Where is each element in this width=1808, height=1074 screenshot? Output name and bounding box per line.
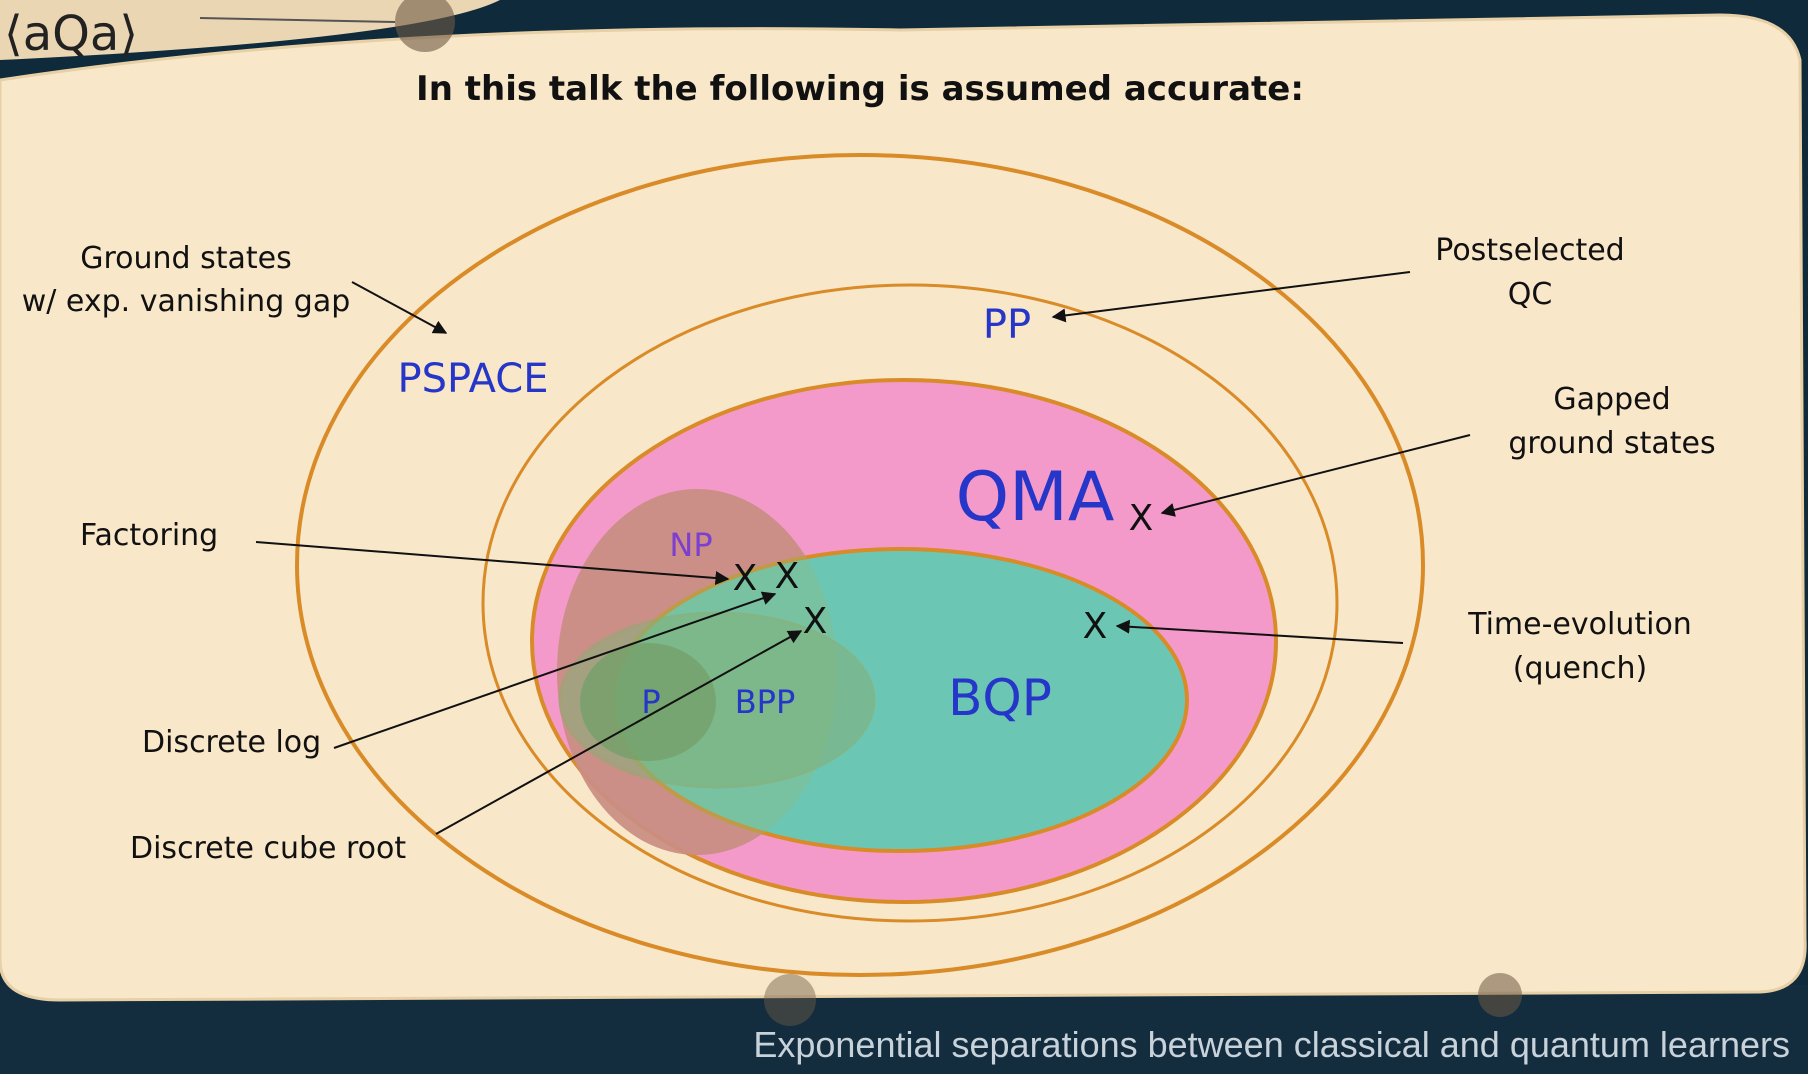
annotation-time-evolution: Time-evolution: [1467, 607, 1692, 642]
arrow-postselected: [1051, 271, 1411, 323]
annotation-discrete-cube-root: Discrete cube root: [130, 831, 406, 866]
arrow-discrete-cube-root: [435, 630, 803, 835]
decor-node-top: [395, 0, 455, 52]
annotation-postselected: QC: [1508, 277, 1553, 312]
footer-caption: Exponential separations between classica…: [753, 1024, 1790, 1065]
marker-gapped: X: [1129, 498, 1154, 539]
pp-ellipse: [481, 283, 1339, 923]
pp-label: PP: [983, 302, 1031, 348]
annotation-discrete-log: Discrete log: [142, 725, 321, 760]
annotation-factoring: Factoring: [80, 518, 218, 553]
pspace-ellipse: [295, 153, 1425, 977]
decor-node-bottom: [764, 974, 816, 1026]
marker-time-evolution: X: [1083, 606, 1108, 647]
annotation-postselected: Postselected: [1435, 233, 1624, 268]
arrow-discrete-log: [333, 591, 777, 749]
qma-label: QMA: [956, 458, 1115, 537]
decor-node-bottom: [1478, 973, 1522, 1017]
marker-discrete-log: X: [775, 556, 800, 597]
logo-rule: [199, 17, 396, 23]
pspace-label: PSPACE: [398, 356, 549, 402]
bpp-label: BPP: [735, 683, 796, 721]
marker-factoring: X: [733, 558, 758, 599]
arrow-ground-states: [351, 281, 448, 334]
annotation-time-evolution: (quench): [1513, 651, 1647, 686]
bqp-label: BQP: [948, 669, 1052, 727]
arrow-factoring: [255, 541, 730, 585]
slide-title: In this talk the following is assumed ac…: [416, 69, 1304, 109]
annotation-gapped: ground states: [1508, 426, 1715, 461]
annotation-ground-states-gap: Ground states: [80, 241, 292, 276]
annotation-gapped: Gapped: [1553, 382, 1670, 417]
np-label: NP: [669, 526, 712, 564]
logo: ⟨aQa⟩: [4, 6, 138, 62]
p-ellipse: [580, 643, 716, 761]
marker-discrete-cube-root: X: [803, 601, 828, 642]
arrow-gapped: [1160, 434, 1471, 517]
arrow-time-evolution: [1115, 619, 1404, 644]
logo-banner: [0, 0, 500, 60]
annotation-ground-states-gap: w/ exp. vanishing gap: [22, 284, 351, 319]
